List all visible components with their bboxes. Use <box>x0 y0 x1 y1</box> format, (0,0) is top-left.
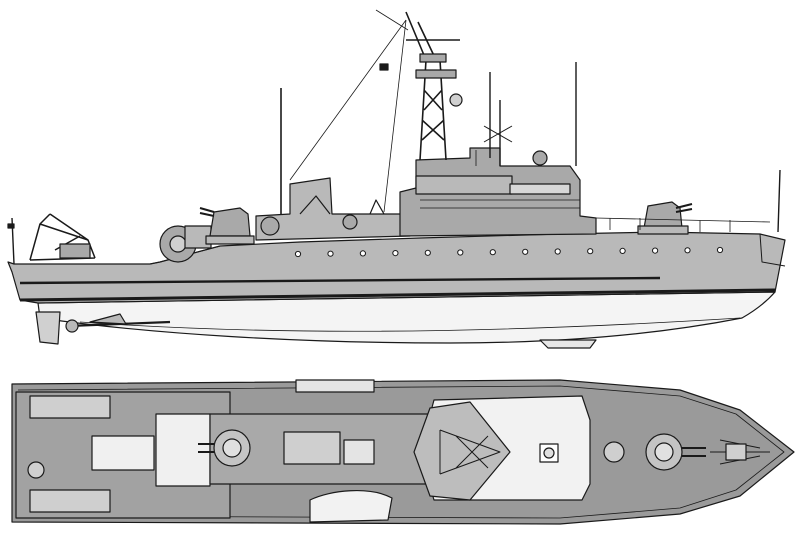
bridge-windows <box>509 183 571 195</box>
mast-platform <box>415 69 457 79</box>
porthole <box>294 250 302 258</box>
aft-gun-base <box>205 235 255 245</box>
plan-mine-rails-upper <box>29 395 111 419</box>
porthole <box>652 247 659 254</box>
propeller <box>65 319 79 333</box>
porthole <box>522 248 529 255</box>
mid-winch <box>342 214 358 230</box>
plan-compass <box>543 447 555 459</box>
porthole <box>489 249 496 256</box>
cable-reel-hub <box>169 235 187 253</box>
plan-ship-boat <box>309 490 393 523</box>
bow-jackstaff <box>777 169 781 233</box>
forward-gun-turret <box>643 201 683 229</box>
profile-view <box>7 9 786 349</box>
plan-forward-gun-inner <box>654 442 674 462</box>
bow-cutwater <box>759 233 786 267</box>
porthole <box>359 250 366 257</box>
stern-lifting-gear <box>59 243 91 259</box>
crane-arm <box>299 195 385 215</box>
mast-flag <box>379 63 389 71</box>
main-lattice-mast <box>405 11 460 161</box>
porthole <box>392 250 399 257</box>
plan-view <box>11 379 795 525</box>
plan-capstan <box>603 441 625 463</box>
porthole <box>457 249 464 256</box>
boot-topping <box>19 288 776 302</box>
porthole <box>619 247 626 254</box>
porthole <box>587 248 594 255</box>
rigging-stays <box>289 9 409 213</box>
rudder <box>35 311 61 345</box>
plan-windlass <box>725 443 747 461</box>
mast-radar <box>419 53 447 63</box>
porthole <box>716 246 724 254</box>
sonar-dome <box>539 339 597 349</box>
plan-mast-base <box>413 401 511 501</box>
aft-gun-turret <box>209 207 251 237</box>
underwater-hull <box>37 291 776 344</box>
radar-dome <box>532 150 548 166</box>
bilge-line <box>79 317 741 332</box>
bow-railing <box>595 217 771 232</box>
stern-davit <box>29 213 96 261</box>
plan-aft-gun-inner <box>222 438 242 458</box>
aft-winch <box>260 216 280 236</box>
plan-stern-hatch <box>91 435 155 471</box>
shaft-bracket <box>89 313 127 325</box>
plan-vent-box <box>343 439 375 465</box>
portholes <box>294 246 724 258</box>
plan-aft-gun-barrels <box>198 443 214 453</box>
forward-gun-base <box>637 225 689 235</box>
hf-antenna-cross <box>483 125 513 143</box>
porthole <box>327 250 334 257</box>
rubbing-strake <box>19 276 661 285</box>
aft-gun-barrels <box>199 207 215 217</box>
plan-mast-lattice <box>439 429 501 475</box>
porthole <box>684 247 691 254</box>
whip-antennas <box>489 62 577 166</box>
forward-gun-barrels <box>675 203 693 213</box>
plan-deck-machinery <box>283 431 341 465</box>
superstructure-rails <box>420 150 580 209</box>
bridge-deck <box>415 175 513 195</box>
plan-liferaft-rack <box>295 379 375 393</box>
plan-cable-reel-housing <box>155 413 211 487</box>
porthole <box>554 248 561 255</box>
stern-flag <box>7 223 15 229</box>
plan-mine-rails-lower <box>29 489 111 513</box>
plan-stern-winch <box>27 461 45 479</box>
porthole <box>424 249 431 256</box>
mast-antenna-dish <box>449 93 463 107</box>
plan-forward-gun-barrels <box>682 447 706 457</box>
plan-deck-edge <box>17 385 785 519</box>
